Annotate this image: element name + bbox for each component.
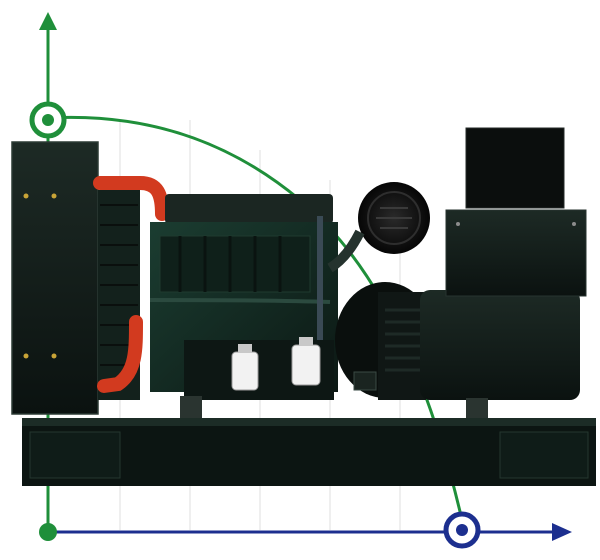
control-box (445, 127, 587, 297)
right-arrow-icon (552, 523, 572, 541)
engine-mount (180, 396, 488, 418)
ring-marker-icon (29, 101, 67, 139)
air-filter (327, 182, 430, 273)
origin-dot (39, 523, 57, 541)
fuel-filter (231, 337, 321, 391)
ring-marker-icon (443, 511, 481, 549)
alternator (335, 282, 580, 400)
horizontal-axis (39, 523, 572, 541)
coolant-hose (93, 176, 169, 393)
up-arrow-icon (39, 12, 57, 30)
base-frame (22, 418, 596, 486)
